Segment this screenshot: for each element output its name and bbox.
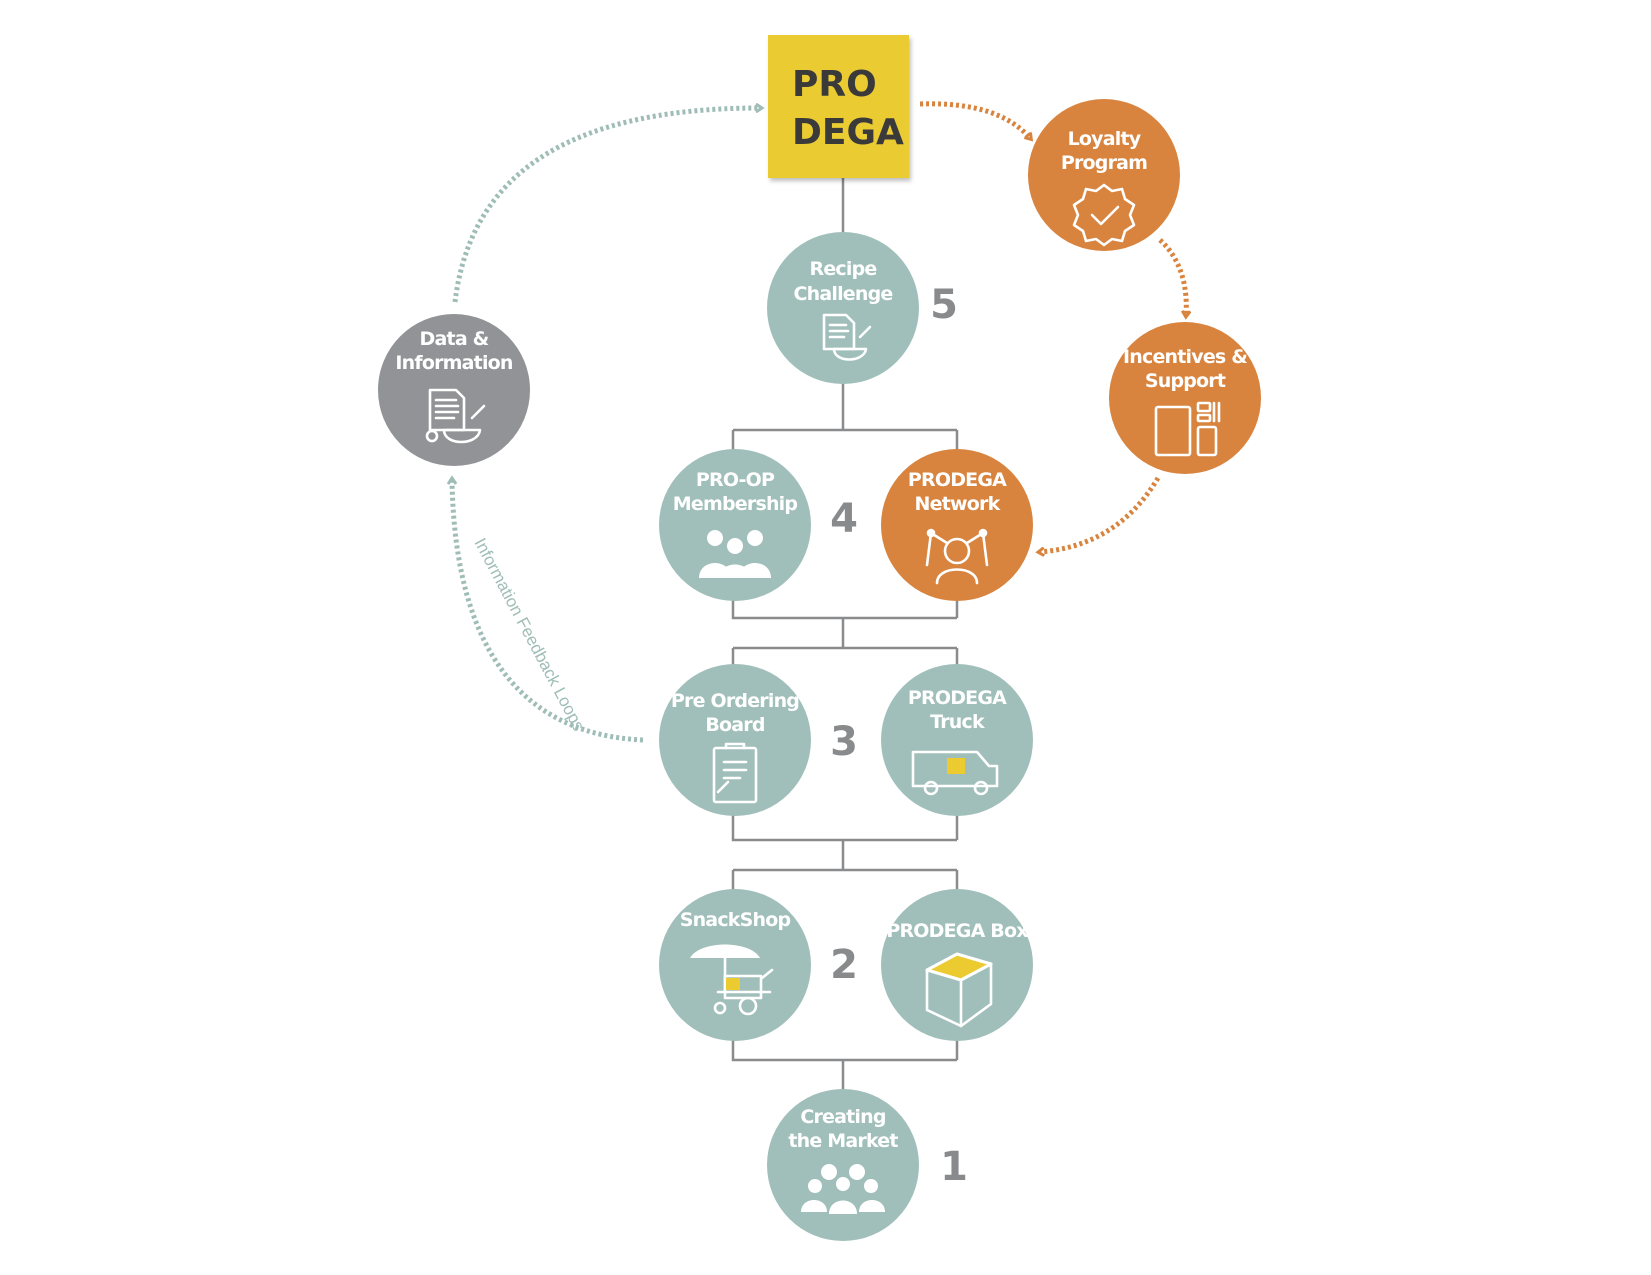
level-number-3: 3 [830, 719, 858, 765]
node-label: Challenge [793, 283, 892, 305]
brand-line-1: PRO [792, 64, 877, 105]
community-icon [801, 1164, 885, 1214]
network-icon [925, 528, 989, 585]
node-label: Membership [673, 493, 798, 515]
loop-loyalty-to-incentives [1158, 238, 1186, 315]
truck-icon [911, 750, 999, 796]
node-label: PRODEGA [908, 687, 1007, 709]
node-label: Recipe [810, 258, 877, 280]
node-loyalty-program: Loyalty Program [1028, 99, 1180, 251]
node-label: PRO-OP [696, 469, 775, 491]
feedback-loop-paths [452, 101, 1186, 743]
level-number-4: 4 [830, 496, 858, 542]
node-label: SnackShop [680, 909, 791, 931]
node-label: Data & [420, 328, 489, 350]
level-number-1: 1 [940, 1144, 968, 1190]
group-icon [699, 530, 771, 578]
node-prodega-box: PRODEGA Box [881, 889, 1033, 1041]
node-snackshop: SnackShop [659, 889, 811, 1041]
node-incentives-support: Incentives & Support [1109, 322, 1261, 474]
node-label: Loyalty [1068, 128, 1142, 150]
clipboard-icon [712, 742, 758, 804]
node-label: Board [705, 714, 764, 736]
node-label: PRODEGA Box [886, 920, 1028, 942]
node-label: Program [1061, 152, 1147, 174]
node-label: Network [915, 493, 1001, 515]
node-label: Information [395, 352, 513, 374]
node-recipe-challenge: Recipe Challenge [767, 232, 919, 384]
devices-icon [1154, 401, 1221, 457]
node-label: Support [1145, 370, 1226, 392]
node-prodega-network: PRODEGA Network [881, 449, 1033, 601]
node-label: Creating [800, 1106, 885, 1128]
node-label: Truck [930, 711, 985, 733]
level-number-2: 2 [830, 942, 858, 988]
loop-board-to-data [452, 480, 644, 743]
node-prodega-truck: PRODEGA Truck [881, 664, 1033, 816]
node-label: Incentives & [1123, 346, 1247, 368]
loop-incentives-to-network [1040, 476, 1161, 552]
badge-check-icon [1072, 183, 1136, 247]
node-creating-the-market: Creating the Market [767, 1089, 919, 1241]
node-label: PRODEGA [908, 469, 1007, 491]
level-numbers: 5 4 3 2 1 [830, 282, 968, 1190]
loop-prodega-to-loyalty [919, 101, 1030, 138]
box-icon [925, 952, 993, 1028]
level-number-5: 5 [930, 282, 958, 328]
node-label: the Market [788, 1130, 898, 1152]
node-label: Pre Ordering [671, 690, 799, 712]
recipe-icon [822, 313, 872, 361]
information-feedback-loops-label: Information Feedback Loops [470, 535, 588, 734]
node-data-information: Data & Information [378, 314, 530, 466]
node-pro-op-membership: PRO-OP Membership [659, 449, 811, 601]
loop-data-to-prodega [452, 108, 760, 303]
brand-line-2: DEGA [792, 112, 904, 153]
food-cart-icon [690, 944, 774, 1016]
node-pre-ordering-board: Pre Ordering Board [659, 664, 811, 816]
prodega-brand-box: PRO DEGA [768, 35, 909, 178]
data-icon [425, 388, 486, 444]
